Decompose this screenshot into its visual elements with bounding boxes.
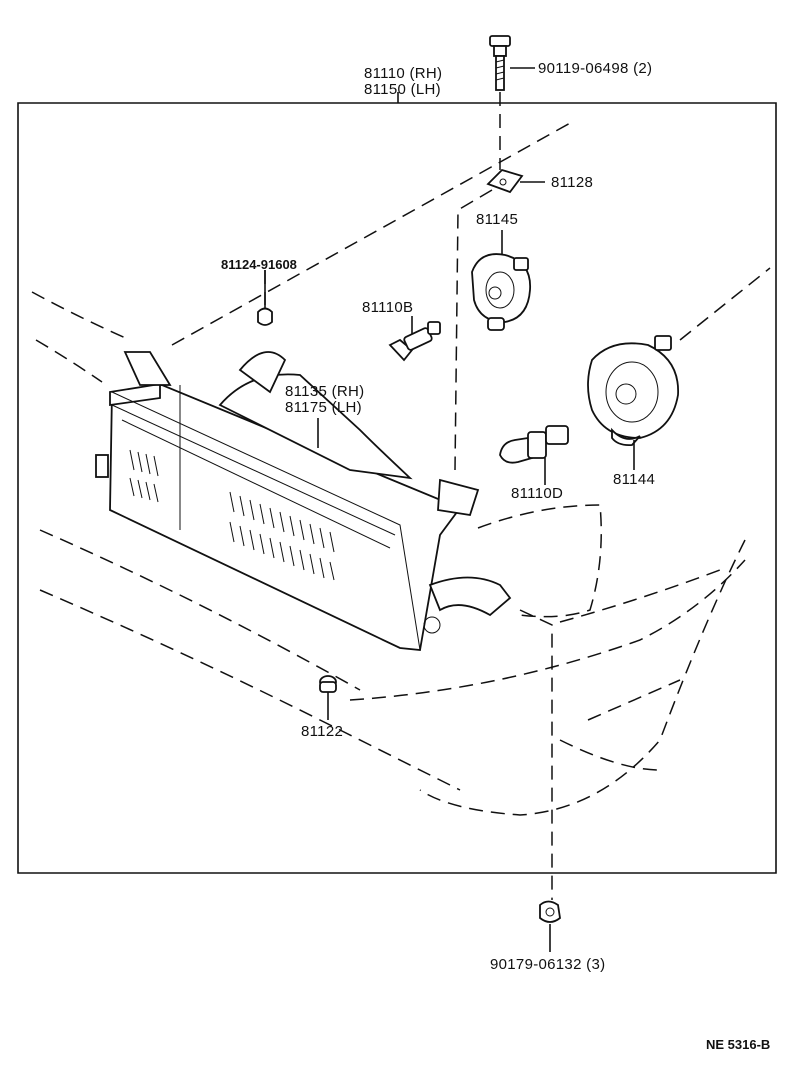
bumper-inner-line [587, 679, 681, 721]
label-socket-upper: 81145 [476, 211, 519, 228]
label-clip: 81124-91608 [221, 257, 297, 272]
bumper-mid-line [559, 569, 721, 623]
label-bottom-nut: 90179-06132 (3) [490, 956, 606, 973]
screw-90119 [489, 35, 511, 91]
socket-81144 [587, 335, 679, 447]
guide-line-top [171, 121, 573, 346]
assembly-frame [17, 102, 777, 874]
label-housing-lh: 81175 (LH) [285, 399, 362, 416]
fender-outline-left [31, 291, 131, 341]
fender-outline-left2 [35, 339, 103, 383]
nut-90179 [539, 900, 561, 923]
label-ref-code: NE 5316-B [706, 1037, 771, 1052]
label-headlamp-lh: 81150 (LH) [364, 81, 441, 98]
grommet-81122 [319, 675, 337, 693]
label-headlamp-rh: 81110 (RH) [364, 65, 443, 82]
label-screw: 90119-06498 (2) [538, 60, 653, 77]
bumper-inner-curve [559, 739, 661, 771]
label-nut: 81128 [551, 174, 594, 191]
label-grommet: 81122 [301, 723, 344, 740]
bumper-right-curve [419, 539, 746, 816]
bulb-81110B [388, 321, 441, 362]
nut-to-lamp-line [454, 189, 493, 471]
clip-81124 [257, 307, 273, 326]
nut-81128 [486, 168, 524, 194]
grille-opening [477, 504, 602, 618]
label-socket-lower: 81144 [613, 471, 656, 488]
bumper-front-curve [349, 559, 746, 701]
headlamp-housing [95, 351, 512, 651]
bottom-nut-axis [519, 609, 553, 900]
bumper-upper-line [39, 529, 361, 691]
guide-line-right [679, 267, 771, 341]
bulb-81110D [499, 425, 569, 464]
socket-81145 [471, 253, 531, 331]
label-bulb-small: 81110B [362, 299, 414, 316]
label-housing-rh: 81135 (RH) [285, 383, 365, 400]
label-bulb-main: 81110D [511, 485, 564, 502]
